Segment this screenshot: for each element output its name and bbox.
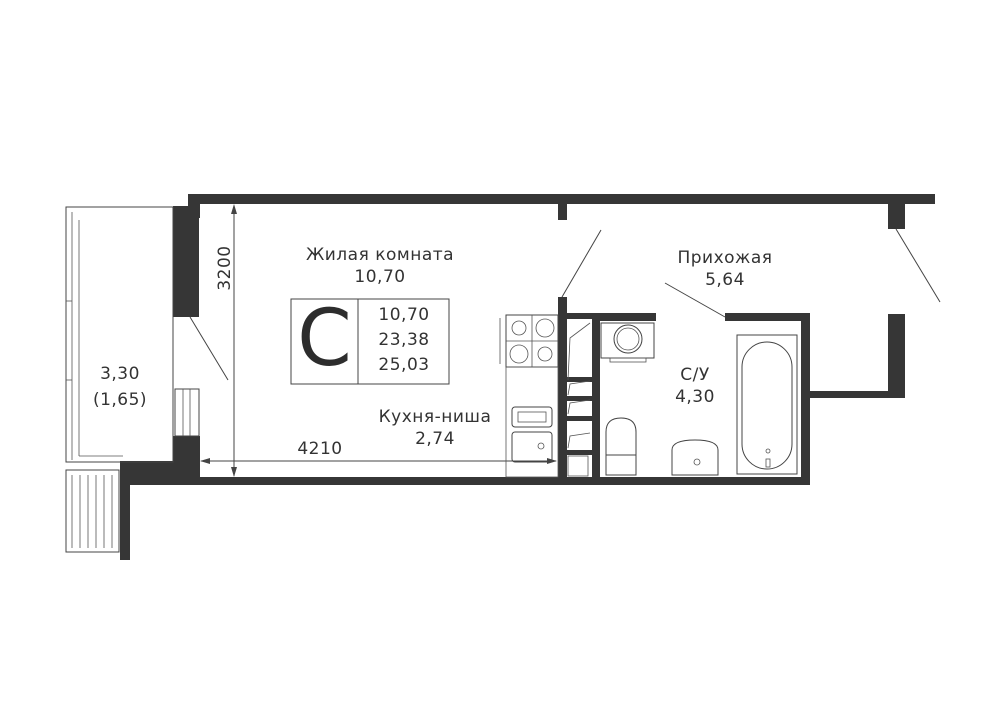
shaft-ducts bbox=[567, 322, 591, 477]
balcony-label: 3,30 (1,65) bbox=[80, 361, 160, 413]
dimension-height: 3200 bbox=[215, 245, 235, 291]
kitchen-name: Кухня-ниша bbox=[378, 407, 492, 427]
hallway-name: Прихожая bbox=[677, 248, 773, 268]
area-badge-values: 10,70 23,38 25,03 bbox=[360, 303, 448, 378]
badge-living-area: 10,70 bbox=[378, 305, 430, 325]
walls bbox=[120, 194, 935, 560]
badge-total-area: 23,38 bbox=[378, 330, 430, 350]
door-swings bbox=[189, 228, 941, 381]
area-badge bbox=[290, 298, 450, 385]
balcony-area: 3,30 bbox=[100, 364, 140, 384]
bathroom-fixtures bbox=[600, 322, 798, 476]
bathroom-area: 4,30 bbox=[675, 387, 715, 407]
bathroom-label: С/У 4,30 bbox=[655, 364, 735, 408]
kitchen-area: 2,74 bbox=[415, 429, 455, 449]
bathroom-name: С/У bbox=[680, 365, 710, 385]
hallway-area: 5,64 bbox=[705, 270, 745, 290]
dimension-lines bbox=[200, 204, 557, 477]
living-room-label: Жилая комната 10,70 bbox=[280, 244, 480, 288]
living-room-area: 10,70 bbox=[354, 267, 406, 287]
balcony bbox=[65, 206, 200, 553]
kitchen-label: Кухня-ниша 2,74 bbox=[360, 406, 510, 450]
area-badge-letter: С bbox=[297, 294, 352, 384]
living-room-name: Жилая комната bbox=[305, 245, 455, 265]
kitchen-fixtures bbox=[499, 314, 559, 478]
hallway-label: Прихожая 5,64 bbox=[660, 247, 790, 291]
badge-total-with-balcony: 25,03 bbox=[378, 355, 430, 375]
balcony-reduced-area: (1,65) bbox=[92, 390, 148, 410]
dimension-width: 4210 bbox=[297, 439, 343, 459]
